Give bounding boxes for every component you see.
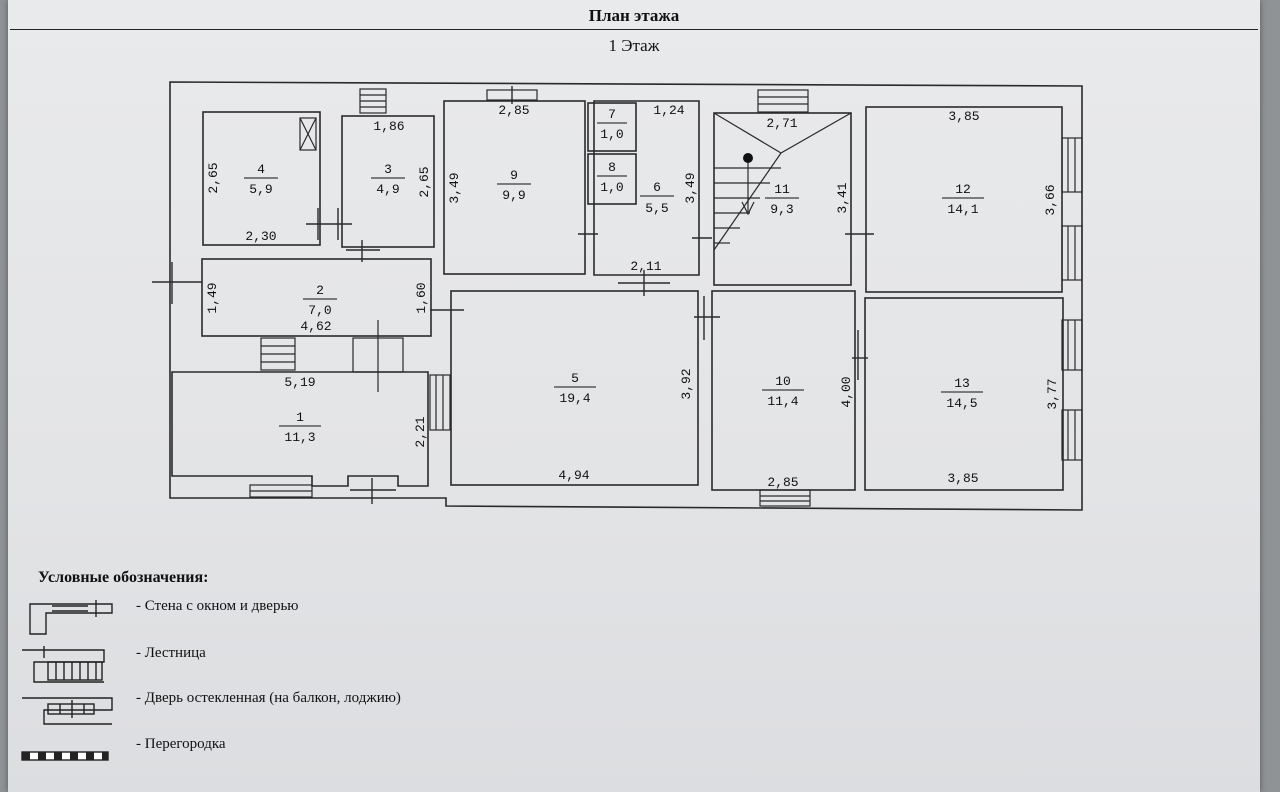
room-area-13: 14,5 — [946, 396, 977, 411]
dim-room2-width: 4,62 — [300, 319, 331, 334]
legend-glazed-door-symbol — [22, 697, 113, 725]
room-number-1: 1 — [296, 410, 304, 425]
dim-room9-height: 3,49 — [447, 172, 462, 203]
dim-room9-width: 2,85 — [498, 103, 529, 118]
dim-room6-top: 1,24 — [653, 103, 684, 118]
legend-stairs-symbol — [22, 646, 105, 683]
page-title: План этажа — [588, 6, 680, 25]
room-number-2: 2 — [316, 283, 324, 298]
outer-wall — [169, 81, 1083, 511]
room-area-9: 9,9 — [502, 188, 525, 203]
room-number-10: 10 — [775, 374, 791, 389]
window-right-2 — [1061, 225, 1083, 281]
dim-room1-width: 5,19 — [284, 375, 315, 390]
window-right-4 — [1061, 409, 1083, 461]
room-number-4: 4 — [257, 162, 265, 177]
room-number-5: 5 — [571, 371, 579, 386]
dim-room11-height: 3,41 — [835, 182, 850, 213]
room-area-8: 1,0 — [600, 180, 623, 195]
room-area-10: 11,4 — [767, 394, 798, 409]
room-area-2: 7,0 — [308, 303, 331, 318]
legend-item-wall: - Стена с окном и дверью — [136, 598, 299, 614]
room-9-outline — [443, 100, 586, 275]
room-5-outline — [450, 290, 699, 486]
door-marks — [152, 86, 874, 504]
dim-room2-height-left: 1,49 — [205, 282, 220, 313]
room-number-8: 8 — [608, 160, 616, 175]
room-13-outline — [864, 297, 1064, 491]
room-area-6: 5,5 — [645, 201, 668, 216]
dim-room13-height: 3,77 — [1045, 378, 1060, 409]
room-number-3: 3 — [384, 162, 392, 177]
legend-title: Условные обозначения: — [38, 569, 209, 586]
dim-room6-width: 2,11 — [630, 259, 661, 274]
dim-room4-width: 2,30 — [245, 229, 276, 244]
legend-wall-symbol — [29, 600, 113, 635]
room-area-4: 5,9 — [249, 182, 272, 197]
dimension-labels: 2,65 2,30 1,86 2,65 2,85 3,49 1,24 3,49 … — [205, 103, 1060, 490]
floor-label: 1 Этаж — [608, 36, 660, 55]
room-12-outline — [865, 106, 1063, 293]
stove-mark — [299, 117, 317, 151]
legend-item-partition: - Перегородка — [136, 736, 226, 752]
room-4-outline — [202, 111, 321, 246]
dim-room5-width: 4,94 — [558, 468, 589, 483]
room-area-11: 9,3 — [770, 202, 793, 217]
legend-item-glazed-door: - Дверь остекленная (на балкон, лоджию) — [136, 690, 401, 706]
dim-room3-height: 2,65 — [417, 166, 432, 197]
room-number-9: 9 — [510, 168, 518, 183]
dim-room2-height-right: 1,60 — [414, 282, 429, 313]
legend-item-stairs: - Лестница — [136, 645, 206, 661]
room-area-12: 14,1 — [947, 202, 978, 217]
room-number-13: 13 — [954, 376, 970, 391]
room-11-outline — [713, 112, 852, 286]
legend-partition-symbol — [21, 751, 109, 761]
dim-room13-width: 3,85 — [947, 471, 978, 486]
dim-room3-width: 1,86 — [373, 119, 404, 134]
window-right-3 — [1061, 319, 1083, 371]
dim-room10-width: 2,85 — [767, 475, 798, 490]
room-2-outline — [201, 258, 432, 337]
dim-room12-width: 3,85 — [948, 109, 979, 124]
room-6-outline — [593, 100, 700, 276]
room-labels: 4 5,9 3 4,9 9 9,9 7 1,0 8 1,0 6 5,5 11 9… — [244, 107, 984, 445]
dim-room10-height: 4,00 — [839, 376, 854, 407]
dim-room4-height: 2,65 — [206, 162, 221, 193]
staircase — [713, 112, 852, 251]
dim-room11-width: 2,71 — [766, 116, 797, 131]
room-number-7: 7 — [608, 107, 616, 122]
dim-room12-height: 3,66 — [1043, 184, 1058, 215]
stair-start-dot — [743, 153, 753, 163]
room-7-outline — [587, 102, 637, 152]
room-number-6: 6 — [653, 180, 661, 195]
dim-room1-height: 2,21 — [413, 416, 428, 447]
dim-room6-height: 3,49 — [683, 172, 698, 203]
room-area-5: 19,4 — [559, 391, 590, 406]
dim-room5-height: 3,92 — [679, 368, 694, 399]
window-right-1 — [1061, 137, 1083, 193]
room-area-1: 11,3 — [284, 430, 315, 445]
room-3-outline — [341, 115, 435, 248]
window-bottom-10 — [759, 489, 811, 507]
window-top-stair — [757, 89, 809, 113]
room-1-outline — [171, 371, 429, 487]
title-divider — [10, 29, 1258, 30]
window-room-1-right — [429, 374, 451, 431]
room-8-outline — [587, 153, 637, 205]
legend-symbols — [21, 600, 113, 761]
window-marks — [249, 88, 1083, 507]
room-number-11: 11 — [774, 182, 790, 197]
room-area-3: 4,9 — [376, 182, 399, 197]
room-area-7: 1,0 — [600, 127, 623, 142]
room-number-12: 12 — [955, 182, 971, 197]
plan-sheet: План этажа 1 Этаж Условные обозначения: … — [8, 0, 1260, 792]
